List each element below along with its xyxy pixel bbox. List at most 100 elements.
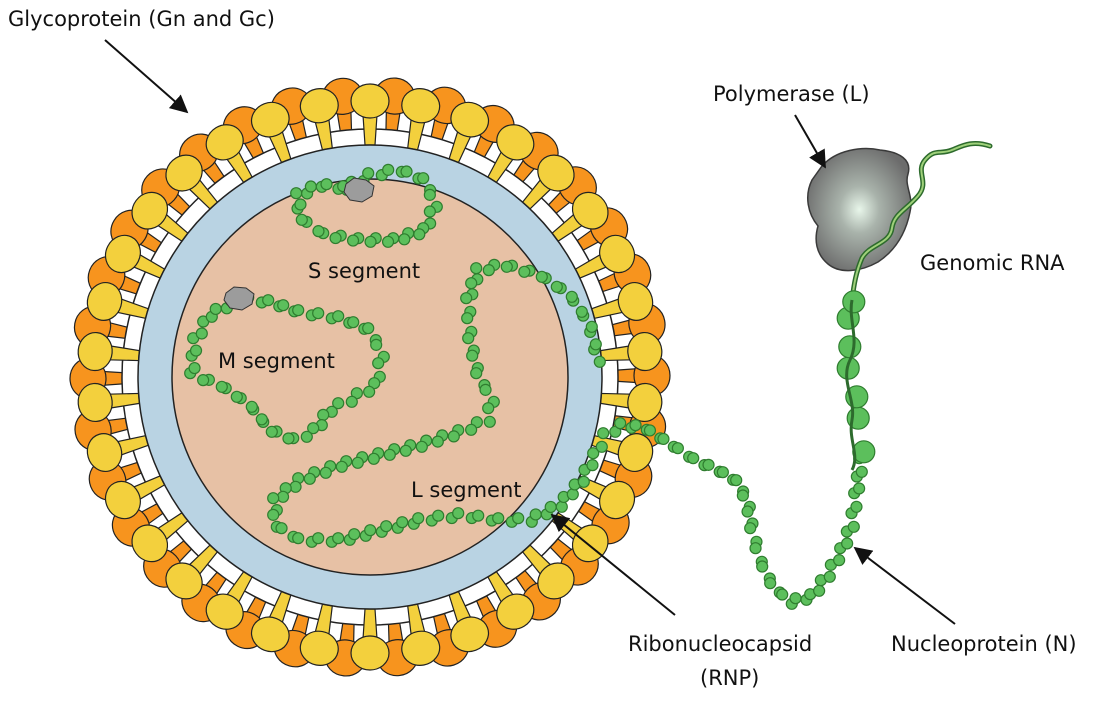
arrow-polymerase xyxy=(794,114,826,169)
nucleoprotein-bead xyxy=(566,488,579,501)
nucleoprotein-bead xyxy=(367,452,380,465)
s-segment-label: S segment xyxy=(308,259,420,283)
nucleoprotein-bead xyxy=(657,432,670,446)
rnp-abbreviation-label: (RNP) xyxy=(700,666,759,690)
nucleoprotein-bead xyxy=(565,290,578,303)
nucleoprotein-bead xyxy=(452,507,465,520)
nucleoprotein-bead xyxy=(841,537,854,550)
nucleoprotein-bead xyxy=(595,440,608,453)
nucleoprotein-bead xyxy=(482,402,495,415)
arrow-ribonucleocapsid xyxy=(550,513,676,616)
nucleoprotein-bead xyxy=(479,383,492,396)
nucleoprotein-bead xyxy=(267,508,280,521)
glycoprotein-spike xyxy=(104,234,166,279)
polymerase-label: Polymerase (L) xyxy=(713,82,870,106)
nucleoprotein-bead xyxy=(593,355,606,368)
nucleoprotein-bead xyxy=(329,231,342,245)
nucleoprotein-bead xyxy=(230,390,243,403)
nucleoprotein-bead xyxy=(614,417,627,430)
nucleoprotein-bead xyxy=(245,400,258,413)
nucleoprotein-bead xyxy=(518,265,531,278)
nucleoprotein-bead xyxy=(589,338,602,351)
nucleoprotein-bead xyxy=(197,374,210,387)
glycoprotein-spike xyxy=(599,382,663,423)
nucleoprotein-bead xyxy=(209,302,222,316)
nucleoprotein-bead xyxy=(346,234,360,247)
nucleoprotein-bead xyxy=(432,509,445,522)
glycoprotein-spike xyxy=(299,603,339,666)
nucleoprotein-bead xyxy=(380,520,393,533)
nucleoprotein-bead xyxy=(255,413,268,426)
nucleoprotein-bead xyxy=(587,447,600,460)
nucleoprotein-large-bead xyxy=(842,290,866,314)
nucleoprotein-bead xyxy=(383,448,396,461)
nucleoprotein-bead xyxy=(332,532,345,545)
nucleoprotein-bead xyxy=(500,260,513,273)
nucleoprotein-bead xyxy=(492,512,505,525)
nucleoprotein-bead xyxy=(813,584,826,597)
nucleoprotein-bead xyxy=(300,430,313,443)
nucleoprotein-bead xyxy=(312,532,325,545)
genomic-rna-label: Genomic RNA xyxy=(920,251,1065,275)
nucleoprotein-bead xyxy=(472,509,485,522)
glycoprotein-spike xyxy=(591,433,654,472)
nucleoprotein-bead xyxy=(597,427,610,440)
nucleoprotein-bead xyxy=(345,395,358,408)
glycoprotein-spike xyxy=(165,544,219,600)
nucleoprotein-bead xyxy=(382,163,395,176)
nucleoprotein-bead xyxy=(423,188,436,201)
nucleoprotein-bead xyxy=(275,522,288,535)
nucleoprotein-bead xyxy=(671,442,684,455)
nucleoprotein-bead xyxy=(289,480,302,493)
annotation-arrows xyxy=(104,39,956,625)
nucleoprotein-bead xyxy=(555,500,568,513)
nucleoprotein-bead xyxy=(262,294,275,307)
nucleoprotein-bead xyxy=(303,472,316,485)
nucleoprotein-bead xyxy=(550,280,563,293)
glycoprotein-spike xyxy=(205,570,253,630)
nucleoprotein-bead xyxy=(535,270,548,283)
nucleoprotein-bead xyxy=(629,419,642,432)
nucleoprotein-bead xyxy=(265,425,278,438)
glycoprotein-spike xyxy=(77,331,141,372)
nucleoprotein-bead xyxy=(362,167,375,180)
glycoprotein-spike xyxy=(77,382,141,423)
nucleoprotein-bead xyxy=(460,292,473,305)
nucleoprotein-bead xyxy=(317,408,330,421)
nucleoprotein-bead xyxy=(294,198,307,211)
nucleoprotein-bead xyxy=(585,320,598,333)
nucleoprotein-bead xyxy=(304,180,317,193)
nucleoprotein-bead xyxy=(335,460,348,473)
nucleoprotein-bead xyxy=(412,512,425,525)
nucleoprotein-bead xyxy=(319,466,332,479)
arrow-glycoprotein xyxy=(104,39,189,114)
nucleoprotein-bead xyxy=(372,357,385,370)
nucleoprotein-bead xyxy=(744,522,757,535)
nucleoprotein-bead xyxy=(823,570,836,583)
nucleoprotein-bead xyxy=(332,397,345,410)
nucleoprotein-bead xyxy=(292,532,305,545)
nucleoprotein-large-bead xyxy=(838,335,862,359)
nucleoprotein-bead xyxy=(855,465,868,478)
nucleoprotein-bead xyxy=(756,560,769,573)
nucleoprotein-bead xyxy=(789,592,802,605)
m-segment-polymerase xyxy=(223,286,255,311)
nucleoprotein-bead xyxy=(577,475,590,488)
nucleoprotein-bead xyxy=(400,165,413,178)
nucleoprotein-bead xyxy=(381,235,395,248)
nucleoprotein-bead xyxy=(364,524,377,537)
glycoprotein-spike xyxy=(574,234,636,279)
nucleoprotein-bead xyxy=(295,213,308,226)
nucleoprotein-bead xyxy=(575,305,588,318)
nucleoprotein-bead xyxy=(512,512,525,525)
virion xyxy=(69,77,671,677)
nucleoprotein-bead xyxy=(417,172,430,185)
nucleoprotein-bead xyxy=(764,577,777,590)
polymerase-complex xyxy=(806,141,993,303)
nucleoprotein-bead xyxy=(396,516,409,529)
nucleoprotein-bead xyxy=(307,422,320,435)
nucleoprotein-bead xyxy=(332,310,345,323)
nucleoprotein-bead xyxy=(736,489,749,502)
nucleoprotein-bead xyxy=(749,542,762,555)
nucleoprotein-bead xyxy=(364,235,377,248)
